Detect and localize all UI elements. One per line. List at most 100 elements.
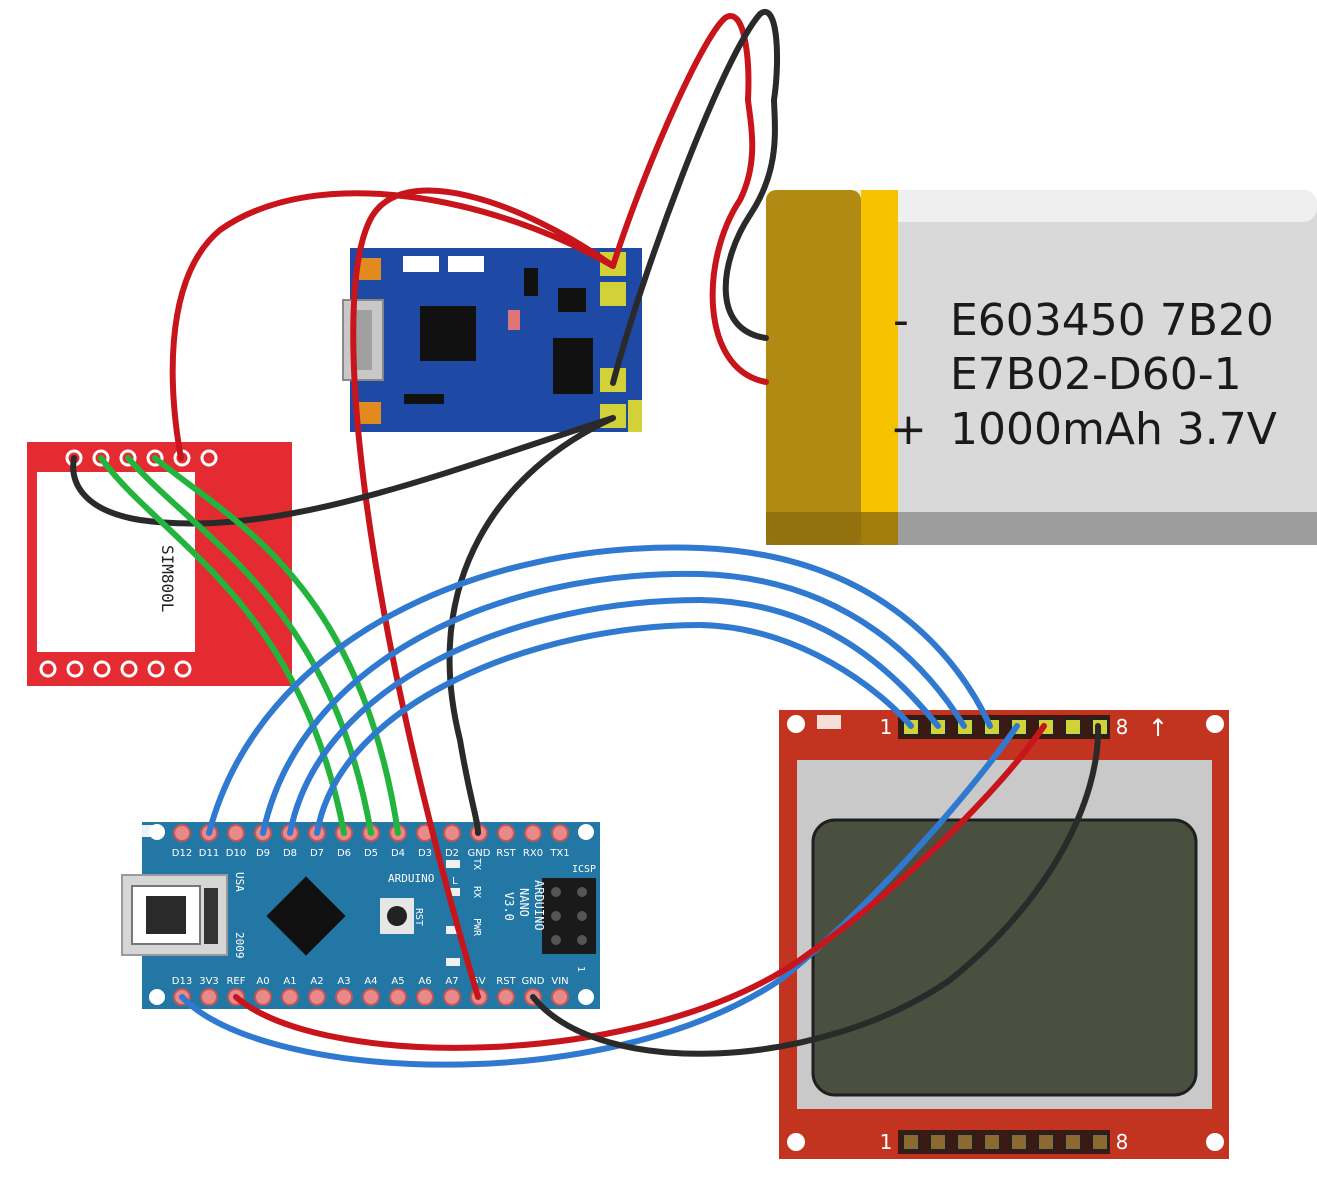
nano-top-pin-label: D12 [172, 848, 192, 859]
nano-bottom-pin [416, 988, 434, 1006]
charger-board [350, 248, 642, 432]
wire-blue-d11 [206, 544, 993, 836]
sim800l-module: SIM800L [27, 442, 292, 686]
nano-bottom-pin-label: REF [226, 976, 245, 987]
wire-blue-d7 [314, 621, 914, 836]
wire-blue-d13 [179, 723, 1020, 1068]
nano-bottom-pin-label: A5 [391, 976, 404, 987]
wire-black-gnd [530, 723, 1102, 1057]
nano-top-pin-label: TX1 [549, 848, 569, 859]
wire-out-plus-to-sim [169, 190, 616, 461]
wire-out-minus-to-nano-gnd [446, 415, 616, 836]
nano-bottom-pin-label: 5V [472, 976, 485, 987]
nano-bottom-pin-label: D13 [172, 976, 192, 987]
nano-tx-label: TX [471, 858, 482, 870]
nano-rst-label: RST [413, 908, 424, 926]
battery-body [766, 190, 1317, 545]
nano-top-pin-label: D10 [226, 848, 246, 859]
nano-top-pin-label: D7 [310, 848, 324, 859]
nano-top-pin-label: RST [496, 848, 516, 859]
sim-bottom-pin [66, 660, 84, 678]
nano-top-pin-label: D5 [364, 848, 378, 859]
nano-brand: ARDUINO [388, 872, 434, 885]
nano-top-pin-label: D8 [283, 848, 297, 859]
nano-bottom-pin [335, 988, 353, 1006]
nano-top-pin [497, 824, 515, 842]
lcd-bottom-pin [1010, 1133, 1028, 1151]
protection-ic [553, 338, 593, 394]
lcd-screen [811, 818, 1198, 1097]
nano-model-line2: NANO [517, 888, 531, 917]
nano-pwr-label: PWR [471, 918, 482, 937]
charger-module [342, 248, 642, 432]
nano-bottom-pin-label: A6 [418, 976, 431, 987]
sim-bottom-pin [93, 660, 111, 678]
lcd-bottom-pin [1037, 1133, 1055, 1151]
nano-top-pin [227, 824, 245, 842]
lcd-arrow: ↑ [1148, 714, 1168, 742]
wire-sim-green-2 [125, 455, 374, 836]
nano-bottom-pin-label: VIN [551, 976, 568, 987]
wire-battery-red [709, 97, 769, 385]
lcd-top-pin [1064, 718, 1082, 736]
nano-bottom-pin-label: 3V3 [199, 976, 219, 987]
nano-bottom-pin [254, 988, 272, 1006]
wire-red-3v3 [233, 723, 1047, 1051]
battery-line1: E603450 7B20 [950, 295, 1274, 346]
nano-bottom-pin [362, 988, 380, 1006]
nano-top-pin-label: D3 [418, 848, 432, 859]
icsp-header [542, 878, 596, 954]
nano-year: 2009 [233, 932, 246, 959]
nano-bottom-pin [200, 988, 218, 1006]
sim-top-pin [200, 449, 218, 467]
sim-bottom-pin [147, 660, 165, 678]
nano-bottom-pin [389, 988, 407, 1006]
nano-bottom-pin-label: A2 [310, 976, 323, 987]
nano-model-line1: ARDUINO [532, 880, 546, 931]
nano-bottom-pin [308, 988, 326, 1006]
battery-plus: + [890, 404, 927, 455]
sim-label: SIM800L [158, 545, 177, 612]
sim-bottom-pin [120, 660, 138, 678]
nano-bottom-pin-label: A1 [283, 976, 296, 987]
nano-model-line3: V3.0 [502, 892, 516, 921]
nano-top-pin-label: D11 [199, 848, 219, 859]
nano-l-label: L [452, 876, 458, 887]
sim-bottom-pin [39, 660, 57, 678]
nano-bottom-pin-label: A7 [445, 976, 458, 987]
nano-top-pin-label: GND [468, 848, 491, 859]
nano-top-pin-label: D4 [391, 848, 405, 859]
nano-top-pin [551, 824, 569, 842]
lcd-bottom-pin-row [902, 1133, 1109, 1151]
nano-bottom-pin [551, 988, 569, 1006]
lcd-bottom-pin [929, 1133, 947, 1151]
nano-top-pin [173, 824, 191, 842]
lcd-bottom-pin [983, 1133, 1001, 1151]
wire-charger-bminus [610, 8, 781, 386]
wire-sim-green-3 [152, 455, 401, 836]
nano-top-pin [524, 824, 542, 842]
nano-rx-label: RX [471, 886, 482, 898]
nano-usa: USA [233, 872, 246, 892]
lcd-bottom-pin [902, 1133, 920, 1151]
nano-top-pin-label: D6 [337, 848, 351, 859]
nano-bottom-pin [281, 988, 299, 1006]
wire-charger-bplus [610, 13, 752, 269]
lcd-bottom-pin-last: 8 [1116, 1130, 1129, 1154]
nano-bottom-pin-label: A0 [256, 976, 269, 987]
nano-top-pin-label: RX0 [523, 848, 543, 859]
lipo-battery: - + E603450 7B20 E7B02-D60-1 1000mAh 3.7… [766, 190, 1317, 545]
nano-bottom-pin-label: GND [522, 976, 545, 987]
lcd-bottom-pin-first: 1 [880, 1130, 893, 1154]
wire-blue-d9 [260, 570, 967, 836]
nano-bottom-pin-label: A4 [364, 976, 377, 987]
sim-bottom-pin [174, 660, 192, 678]
sim-bottom-pin-row [39, 660, 192, 678]
nano-bottom-pin [443, 988, 461, 1006]
battery-wrap-dark [766, 190, 861, 545]
nano-icsp-num: 1 [575, 966, 586, 972]
lcd-bottom-pin [956, 1133, 974, 1151]
pad-bat-minus [600, 282, 626, 306]
